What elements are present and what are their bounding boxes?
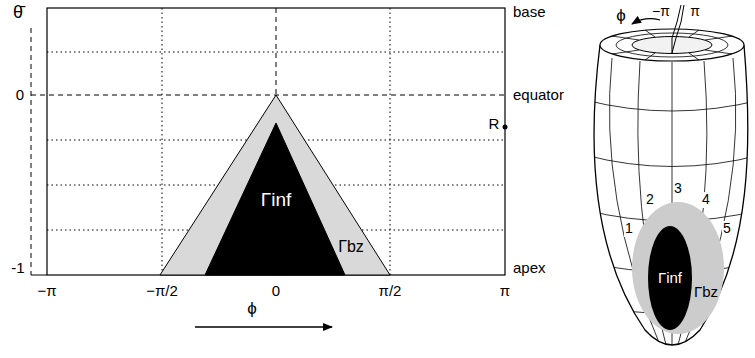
plot-grid (31, 8, 505, 275)
triangle-outline (205, 123, 345, 275)
axis-arrow (195, 326, 332, 327)
region-label: Γbz (338, 238, 364, 256)
callout-number: 2 (645, 192, 655, 207)
border-zone-patch: Γbz Γinf (632, 202, 724, 334)
ellipse-outline (632, 202, 724, 334)
callout-number: 1 (624, 221, 634, 236)
axis-label: ϕ (616, 7, 626, 26)
ellipse-outline (648, 226, 692, 330)
tick-label: π/2 (379, 283, 402, 300)
infarct-patch: Γinf (648, 226, 692, 330)
region-label: Γinf (261, 190, 292, 211)
tick-label: −π (37, 283, 56, 300)
tick-label: −π/2 (146, 283, 178, 300)
point-label: R (489, 116, 500, 133)
region-label: Γbz (694, 284, 718, 301)
callout-number: 4 (701, 192, 711, 207)
level-label: equator (513, 87, 564, 104)
heart-sketch (585, 5, 755, 345)
tick-label: 0 (272, 283, 280, 300)
border-zone-region: Γbz Γinf (160, 95, 390, 275)
callout-number: 3 (673, 181, 683, 196)
level-label: apex (513, 260, 546, 277)
point-marker (503, 125, 508, 130)
tick-label: -1 (11, 260, 24, 277)
triangle-outline (160, 95, 390, 275)
axis-label: θ̄ (13, 3, 23, 23)
cut-label: π (690, 4, 700, 19)
tick-label: 0 (16, 87, 24, 104)
region-label: Γinf (658, 270, 682, 287)
infarct-region: Γinf (205, 123, 345, 275)
cut-label: −π (652, 4, 670, 19)
tick-label: π (500, 283, 510, 300)
level-label: base (513, 4, 546, 21)
callout-number: 5 (722, 221, 732, 236)
axis-label: ϕ (247, 300, 257, 319)
